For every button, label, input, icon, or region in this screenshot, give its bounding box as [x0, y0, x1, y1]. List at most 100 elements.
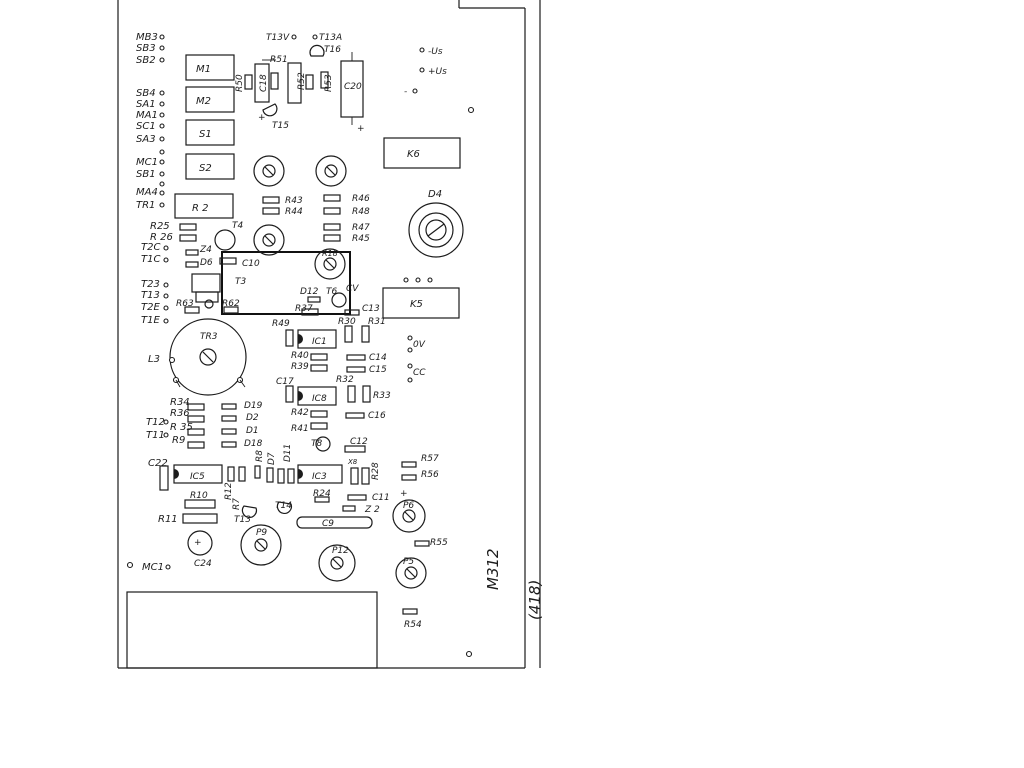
label-minus-us: -Us: [428, 47, 443, 57]
label-d7: D7: [267, 452, 277, 465]
label-r28: R28: [371, 462, 381, 480]
label-r24: R24: [313, 489, 331, 499]
label-r44: R44: [285, 207, 303, 217]
label-r39: R39: [291, 362, 309, 372]
label-r37: R37: [295, 304, 313, 314]
label-r40: R40: [291, 351, 309, 361]
diode-bank-left: D19 D2 D1 D18: [187, 401, 263, 449]
pin-label-t1e: T1E: [141, 315, 160, 326]
label-r12: R12: [224, 482, 234, 500]
pin-label-r26: R 26: [150, 232, 173, 243]
right-low-components: R57 R56 + P6 R55 P5 R54: [392, 454, 448, 630]
svg-text:+: +: [357, 124, 365, 134]
label-t15: T15: [272, 121, 289, 131]
label-r55: R55: [430, 538, 448, 548]
label-r41: R41: [291, 424, 309, 434]
label-d11: D11: [283, 444, 293, 462]
svg-text:P12: P12: [332, 546, 349, 556]
svg-text:S1: S1: [199, 129, 212, 140]
block-m2: M2: [185, 86, 235, 113]
pin-label-l3: L3: [148, 354, 160, 365]
pin-label-ma1: MA1: [136, 110, 158, 121]
supply-terminals: -Us +Us -: [404, 47, 447, 97]
label-p6: P6: [403, 501, 414, 511]
label-r33: R33: [373, 391, 391, 401]
label-t4: T4: [232, 221, 243, 231]
label-r31: R31: [368, 317, 386, 327]
pin-label-ma4: MA4: [136, 187, 158, 198]
d12-t6-area: D12 T6 CV R37 C13: [295, 284, 380, 316]
ic3-region: IC3 X8 R28 R24 C11 Z 2 C9: [296, 458, 390, 529]
label-t13: T13: [234, 515, 251, 525]
label-plus-us: +Us: [428, 67, 447, 77]
transistor-zone: T4 Z4 D6 C10 T3 R63 R62: [176, 221, 260, 314]
pot-p12: P12: [318, 544, 356, 582]
label-r62: R62: [222, 299, 240, 309]
label-cv: CV: [346, 284, 359, 294]
pin-label-sa3: SA3: [136, 134, 156, 145]
label-d1: D1: [246, 426, 259, 436]
block-s1: S1: [185, 119, 235, 146]
pin-label-tr1: TR1: [136, 200, 155, 211]
svg-text:+: +: [400, 489, 408, 499]
pin-label-t1c: T1C: [141, 254, 160, 265]
label-c12: C12: [350, 437, 368, 447]
pin-label-t11: T11: [146, 430, 165, 441]
pin-label-t2c: T2C: [141, 242, 160, 253]
label-r53: R53: [324, 74, 334, 92]
label-r56: R56: [421, 470, 439, 480]
pin-label-sb1: SB1: [136, 169, 156, 180]
label-ic8: IC8: [312, 394, 327, 404]
label-z4: Z4: [199, 245, 212, 255]
svg-text:TR3: TR3: [200, 332, 218, 342]
label-r47: R47: [352, 223, 370, 233]
svg-text:K6: K6: [407, 149, 420, 160]
pin-label-mb3: MB3: [136, 32, 158, 43]
ic1-region: R49 IC1 R30 R31 R40 R39 C14 C15 0V CC: [272, 317, 426, 383]
block-s2: S2: [185, 153, 235, 180]
pin-label-r35: R 35: [170, 422, 193, 433]
svg-text:R 2: R 2: [192, 203, 209, 214]
trimmers-top: R18: [253, 155, 347, 280]
label-c14: C14: [369, 353, 387, 363]
label-r32: R32: [336, 375, 354, 385]
label-r46: R46: [352, 194, 370, 204]
label-cc: CC: [413, 368, 426, 378]
label-r30: R30: [338, 317, 356, 327]
transformer-tr3: TR3: [168, 318, 247, 396]
label-r57: R57: [421, 454, 439, 464]
board-outline: [117, 0, 541, 669]
ic5-region: IC5 R10 + C24 R12 R7 R8 D7 D11 T14 T13: [159, 444, 295, 569]
label-x8: X8: [347, 458, 358, 466]
label-c24: C24: [194, 559, 212, 569]
pin-label-t13: T13: [141, 290, 160, 301]
connector-pins: [159, 34, 171, 570]
label-0v: 0V: [413, 340, 426, 350]
pin-label-mc1-bottom: MC1: [142, 562, 164, 573]
resistor-bank-mid: R43 R44 R46 R48 R47 R45: [179, 194, 370, 244]
display-d4: D4: [408, 189, 464, 258]
pin-label-sc1: SC1: [136, 121, 156, 132]
label-c18: C18: [259, 74, 269, 92]
label-r8: R8: [255, 450, 265, 462]
pin-label-r9: R9: [172, 435, 185, 446]
block-m1: M1: [185, 54, 235, 81]
svg-text:K5: K5: [410, 299, 423, 310]
pin-label-c22: C22: [148, 458, 168, 469]
label-r54: R54: [404, 620, 422, 630]
label-z2: Z 2: [364, 505, 380, 515]
label-ic5: IC5: [190, 472, 205, 482]
pin-label-r11: R11: [158, 514, 178, 525]
label-d2: D2: [246, 413, 259, 423]
label-ic1: IC1: [312, 337, 327, 347]
label-c9: C9: [322, 519, 334, 529]
pin-label-t12: T12: [146, 417, 165, 428]
relay-k5: K5: [382, 277, 460, 319]
pin-label-sb3: SB3: [136, 43, 156, 54]
label-t13a: T13A: [319, 33, 342, 43]
label-t16: T16: [324, 45, 341, 55]
label-c20: C20: [344, 82, 362, 92]
label-r10: R10: [190, 491, 208, 501]
label-c11: C11: [372, 493, 390, 503]
